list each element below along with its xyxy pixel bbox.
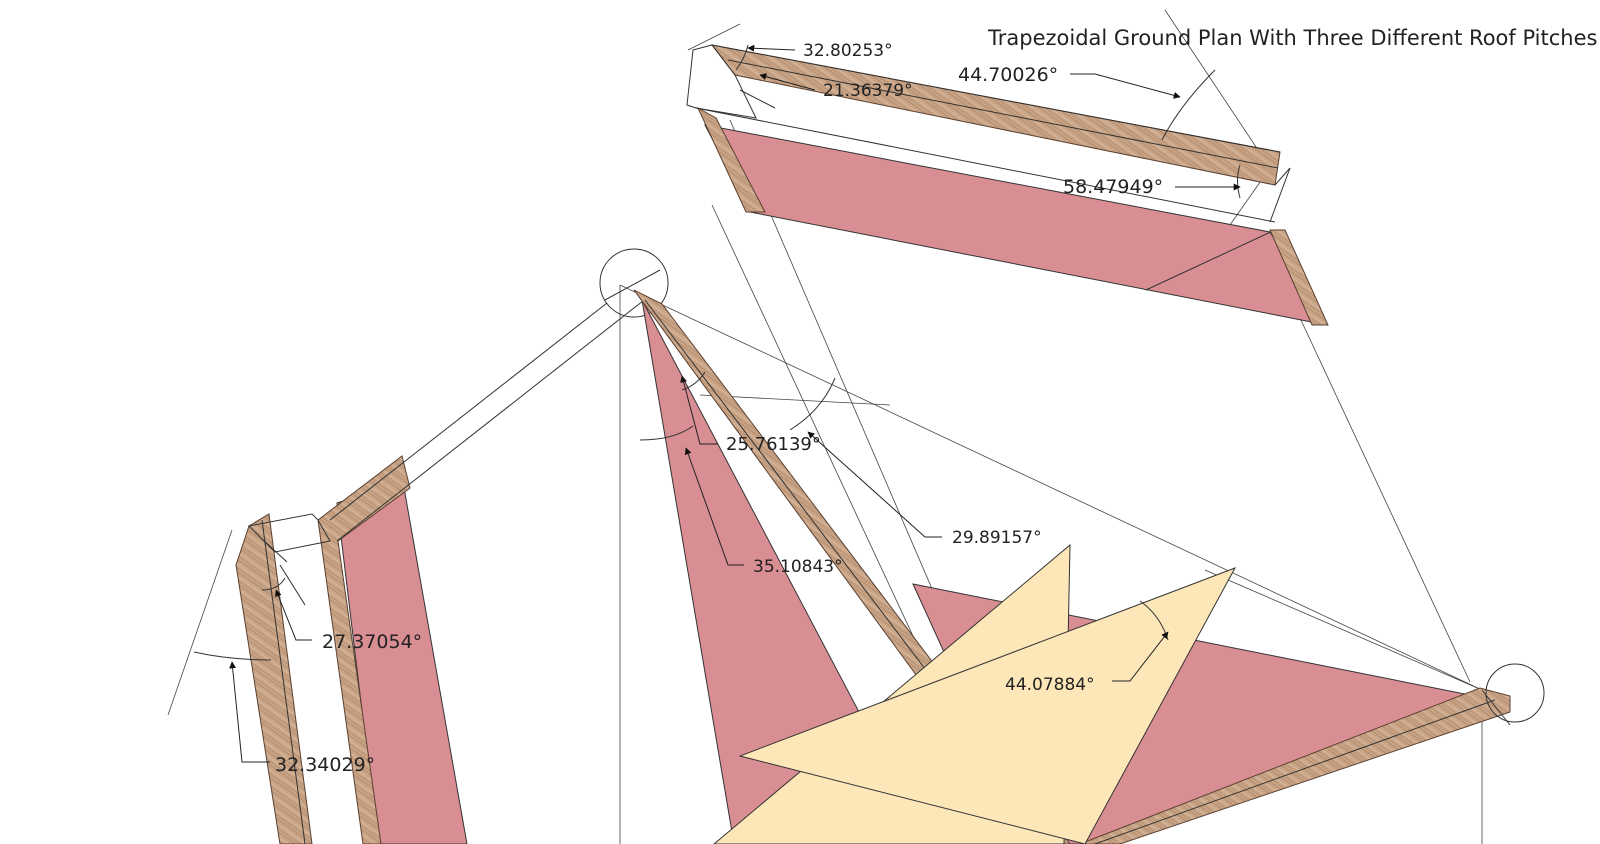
top-left-end (696, 106, 766, 213)
diagram-title: Trapezoidal Ground Plan With Three Diffe… (987, 26, 1597, 50)
dimension-leaders (229, 44, 1241, 763)
angle-label: 21.36379° (823, 81, 913, 101)
angle-label: 29.89157° (952, 528, 1042, 548)
left-common-rafter (317, 455, 411, 844)
ridge-point-top (599, 248, 669, 318)
angle-label: 32.80253° (803, 41, 893, 61)
angle-label: 32.34029° (275, 754, 375, 776)
angle-label: 35.10843° (753, 557, 843, 577)
angle-label: 27.37054° (322, 631, 422, 653)
right-hip-rafter (1079, 687, 1511, 844)
angle-label: 25.76139° (726, 434, 821, 455)
top-right-end (1269, 229, 1329, 326)
triangle-2 (738, 567, 1237, 844)
angle-label: 44.70026° (958, 64, 1058, 86)
left-roof-section (193, 296, 649, 844)
angle-label: 44.07884° (1005, 675, 1095, 695)
left-hip-rafter (235, 513, 313, 844)
yellow-triangles (713, 543, 1237, 844)
ridge-point-right (1481, 663, 1545, 726)
angle-label: 58.47949° (1063, 176, 1163, 198)
top-rafter-section (686, 44, 1329, 326)
